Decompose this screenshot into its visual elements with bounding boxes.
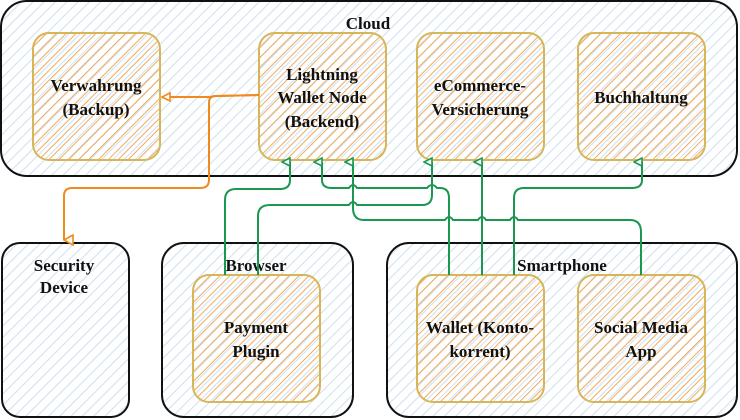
- edge-wallet-to-lightning: [322, 162, 450, 275]
- node-ecommerce-versicherung[interactable]: eCommerce- Versicherung: [416, 32, 545, 161]
- social-media-label-line2: App: [625, 342, 656, 361]
- ecommerce-label-line2: Versicherung: [432, 100, 529, 119]
- lightning-label-line1: Lightning: [286, 65, 358, 84]
- node-lightning-wallet-node[interactable]: Lightning Wallet Node (Backend): [258, 32, 387, 161]
- social-media-label-line1: Social Media: [594, 318, 688, 337]
- node-payment-plugin[interactable]: Payment Plugin: [192, 274, 321, 403]
- wallet-label-line2: korrent): [449, 342, 510, 361]
- wallet-label-line1: Wallet (Konto-: [426, 318, 534, 337]
- payment-plugin-label-line2: Plugin: [232, 342, 280, 361]
- edge-lightning-to-security-device: [63, 94, 260, 240]
- node-wallet-kontokorrent[interactable]: Wallet (Konto- korrent): [416, 274, 545, 403]
- node-verwahrung[interactable]: Verwahrung (Backup): [32, 32, 161, 161]
- ecommerce-label-line1: eCommerce-: [434, 76, 527, 95]
- node-social-media-app[interactable]: Social Media App: [577, 274, 706, 403]
- security-device-label-line1: Security: [34, 256, 95, 275]
- verwahrung-label-line2: (Backup): [62, 100, 129, 119]
- edge-social-media-to-lightning: [353, 162, 642, 275]
- node-buchhaltung[interactable]: Buchhaltung: [577, 32, 706, 161]
- payment-plugin-label-line1: Payment: [224, 318, 289, 337]
- verwahrung-label-line1: Verwahrung: [51, 76, 142, 95]
- lightning-label-line3: (Backend): [285, 112, 360, 131]
- lightning-label-line2: Wallet Node: [277, 88, 367, 107]
- cloud-label: Cloud: [346, 14, 391, 33]
- browser-label: Browser: [225, 256, 287, 275]
- smartphone-label: Smartphone: [517, 256, 607, 275]
- security-device-label-line2: Device: [40, 278, 89, 297]
- buchhaltung-label: Buchhaltung: [594, 88, 688, 107]
- edge-wallet-to-buchhaltung: [513, 162, 643, 275]
- security-device-container: Security Device: [1, 242, 130, 418]
- edge-payment-plugin-to-lightning: [224, 162, 291, 275]
